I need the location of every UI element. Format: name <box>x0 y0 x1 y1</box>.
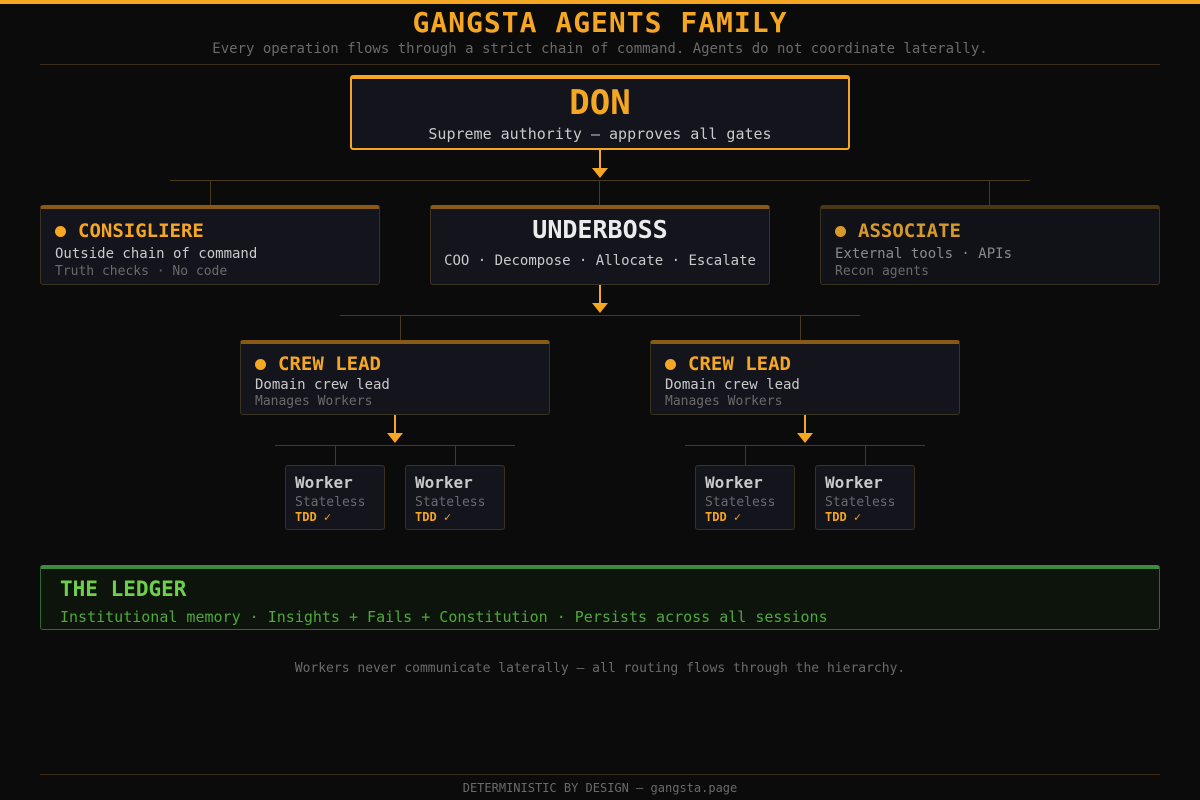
worker-node: Worker Stateless TDD ✓ <box>695 465 795 530</box>
worker-title: Worker <box>705 473 763 492</box>
worker-title: Worker <box>825 473 883 492</box>
footer-text: DETERMINISTIC BY DESIGN — gangsta.page <box>462 781 738 795</box>
tdd-badge: TDD ✓ <box>705 510 742 524</box>
underboss-node: UNDERBOSS COO · Decompose · Allocate · E… <box>430 205 770 285</box>
connector-tier3 <box>340 315 860 316</box>
connector-worker <box>745 445 746 465</box>
connector-workers-2 <box>685 445 925 446</box>
don-title: DON <box>569 83 631 123</box>
crew-lead-line2: Manages Workers <box>255 394 373 409</box>
worker-subtitle: Stateless <box>415 495 486 510</box>
footer-divider <box>40 774 1160 775</box>
associate-node: ASSOCIATE External tools · APIs Recon ag… <box>820 205 1160 285</box>
associate-title: ASSOCIATE <box>858 220 961 242</box>
worker-node: Worker Stateless TDD ✓ <box>815 465 915 530</box>
crew-lead-line1: Domain crew lead <box>665 377 800 393</box>
worker-subtitle: Stateless <box>825 495 896 510</box>
connector-workers-1 <box>275 445 515 446</box>
status-dot-icon <box>665 358 676 370</box>
arrow-down-icon <box>387 415 403 443</box>
connector-crew-lead-2 <box>800 315 801 340</box>
underboss-subtitle: COO · Decompose · Allocate · Escalate <box>444 253 756 269</box>
consigliere-node: CONSIGLIERE Outside chain of command Tru… <box>40 205 380 285</box>
don-subtitle: Supreme authority — approves all gates <box>428 125 772 143</box>
worker-title: Worker <box>415 473 473 492</box>
crew-lead-title: CREW LEAD <box>278 353 381 375</box>
worker-title: Worker <box>295 473 353 492</box>
footnote: Workers never communicate laterally — al… <box>294 661 906 676</box>
connector-underboss <box>599 180 600 205</box>
arrow-down-icon <box>592 150 608 178</box>
associate-line2: Recon agents <box>835 264 929 279</box>
page-title: GANGSTA AGENTS FAMILY <box>412 6 788 39</box>
associate-line1: External tools · APIs <box>835 246 1013 262</box>
crew-lead-node: CREW LEAD Domain crew lead Manages Worke… <box>240 340 550 415</box>
tdd-badge: TDD ✓ <box>415 510 452 524</box>
connector-tier2 <box>170 180 1030 181</box>
consigliere-title: CONSIGLIERE <box>78 220 204 242</box>
worker-node: Worker Stateless TDD ✓ <box>405 465 505 530</box>
status-dot-icon <box>255 358 266 370</box>
page-subtitle: Every operation flows through a strict c… <box>212 41 988 57</box>
tdd-badge: TDD ✓ <box>825 510 862 524</box>
header-divider <box>40 64 1160 65</box>
arrow-down-icon <box>592 285 608 313</box>
connector-worker <box>335 445 336 465</box>
ledger-subtitle: Institutional memory · Insights + Fails … <box>60 608 828 626</box>
connector-consigliere <box>210 180 211 205</box>
consigliere-line2: Truth checks · No code <box>55 264 228 279</box>
worker-subtitle: Stateless <box>705 495 776 510</box>
crew-lead-title: CREW LEAD <box>688 353 791 375</box>
arrow-down-icon <box>797 415 813 443</box>
worker-node: Worker Stateless TDD ✓ <box>285 465 385 530</box>
top-accent-bar <box>0 0 1200 4</box>
connector-crew-lead-1 <box>400 315 401 340</box>
crew-lead-line2: Manages Workers <box>665 394 783 409</box>
don-node: DON Supreme authority — approves all gat… <box>350 75 850 150</box>
connector-associate <box>989 180 990 205</box>
status-dot-icon <box>55 225 66 237</box>
worker-subtitle: Stateless <box>295 495 366 510</box>
connector-worker <box>865 445 866 465</box>
ledger-title: THE LEDGER <box>60 577 187 601</box>
crew-lead-line1: Domain crew lead <box>255 377 390 393</box>
status-dot-icon <box>835 225 846 237</box>
consigliere-line1: Outside chain of command <box>55 246 258 262</box>
connector-worker <box>455 445 456 465</box>
underboss-title: UNDERBOSS <box>532 215 668 244</box>
crew-lead-node: CREW LEAD Domain crew lead Manages Worke… <box>650 340 960 415</box>
ledger-panel: THE LEDGER Institutional memory · Insigh… <box>40 565 1160 630</box>
tdd-badge: TDD ✓ <box>295 510 332 524</box>
